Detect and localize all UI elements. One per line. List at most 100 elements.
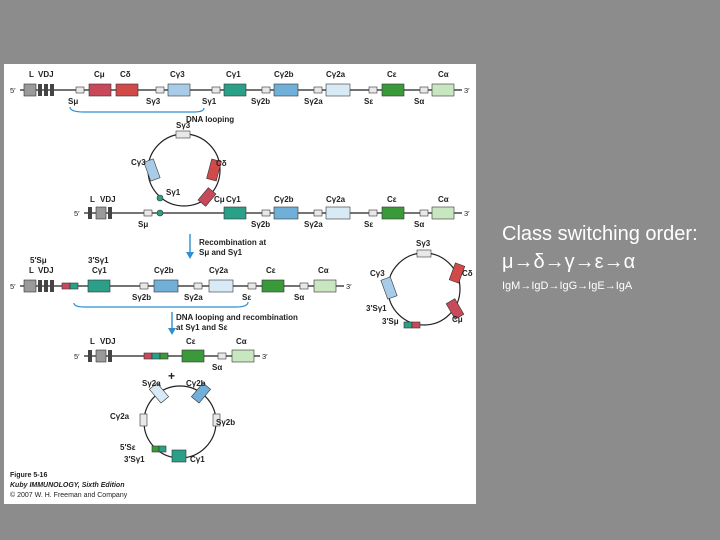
Seps-label-row1: Sε: [364, 97, 373, 106]
end-5-row1: 5′: [10, 86, 16, 95]
VDJ-bar3: [50, 84, 54, 96]
L-label-row4: L: [90, 337, 95, 346]
row3-Sg1-half: [69, 282, 79, 290]
Calpha-label-row1: Cα: [438, 70, 449, 79]
row2-Calpha: [431, 206, 455, 220]
germline-row: 5′ L VDJ Cμ Cδ Cγ3 Cγ1 Cγ2b Cγ2a Cε Cα S…: [10, 70, 470, 113]
row3-VDJ-bar3: [50, 280, 54, 292]
end-5-row2: 5′: [74, 209, 80, 218]
side-panel-order: μ→δ→γ→ε→α: [502, 251, 636, 273]
looped-row: L VDJ 5′ Cμ Cγ1 Cγ2b Cγ2a Cε Cα Sμ Sγ2b …: [74, 195, 470, 229]
end-3-row3: 3′: [346, 282, 352, 291]
row2-Calpha-label: Cα: [438, 195, 449, 204]
row3-Cg1: [87, 279, 111, 293]
exc1-Cdelta-label: Cδ: [462, 269, 473, 278]
final-row: L VDJ 5′ Cε Cα Sα 3′: [74, 337, 268, 372]
exc1-Smu-label: 3′Sμ: [382, 317, 399, 326]
loop1-Sg3: [175, 130, 191, 139]
VDJ-seg-row4: [95, 349, 107, 363]
row3-Sg2b-label: Sγ2b: [132, 293, 151, 302]
side-panel-sequence: IgM→IgD→IgG→IgE→IgA: [502, 280, 633, 292]
row3-Salpha: [299, 282, 309, 290]
row2-Cmu-label: Cμ: [214, 195, 225, 204]
row4-Sg1: [151, 352, 161, 360]
row3-Smu-half: [61, 282, 71, 290]
row4-Salpha-label: Sα: [212, 363, 222, 372]
row4-Calpha-label: Cα: [236, 337, 247, 346]
end-3-row2: 3′: [464, 209, 470, 218]
loop-recomb-text-2: at Sγ1 and Sε: [176, 323, 228, 332]
loop1-Sg1-dot: [156, 194, 164, 202]
row2-Cg2b: [273, 206, 299, 220]
row2-Sg2a: [313, 209, 323, 217]
Cg2a-label-row1: Cγ2a: [326, 70, 346, 79]
row3-Seps: [247, 282, 257, 290]
row3-VDJ-bar2: [44, 280, 48, 292]
exc2-Cg2a-label: Cγ2a: [110, 412, 130, 421]
L-label-row1: L: [29, 70, 34, 79]
excised-circle-2: Sγ2a Cγ2b Cγ2a Sγ2b 5′Sε 3′Sγ1 Cγ1: [110, 379, 235, 464]
row3-Calpha: [313, 279, 337, 293]
VDJ-bar2: [44, 84, 48, 96]
dna-looping-text: DNA looping: [186, 115, 234, 124]
Calpha-gene: [431, 83, 455, 97]
Ceps-gene: [381, 83, 405, 97]
Cdelta-label-row1: Cδ: [120, 70, 131, 79]
Cg1-label-row1: Cγ1: [226, 70, 241, 79]
L-label-row2: L: [90, 195, 95, 204]
row2-Smu-label: Sμ: [138, 220, 148, 229]
row2-Ceps-label: Cε: [387, 195, 397, 204]
exc1-Sg1-label: 3′Sγ1: [366, 304, 387, 313]
row2-Cg1-label: Cγ1: [226, 195, 241, 204]
VDJ-bar1: [38, 84, 42, 96]
looping-bracket-2: [73, 301, 249, 308]
L-bar-row2: [88, 207, 92, 219]
row3-Sg2b: [139, 282, 149, 290]
exc2-Sg1-half: [158, 445, 167, 453]
caption-copyright: © 2007 W. H. Freeman and Company: [10, 491, 128, 499]
row3-Cg2a: [208, 279, 234, 293]
VDJ-label-row4: VDJ: [100, 337, 116, 346]
Sg1-switch: [211, 86, 221, 94]
recombined-row-1: 5′Sμ 3′Sγ1 L VDJ 5′ Cγ1 Cγ2b Cγ2a Cε Cα …: [10, 256, 352, 308]
exc2-Seps-label: 5′Sε: [120, 443, 136, 452]
recomb-text-1: Recombination at: [199, 238, 266, 247]
Sg1-label-row1: Sγ1: [202, 97, 217, 106]
Cmu-gene: [88, 83, 112, 97]
end-3-row1: 3′: [464, 86, 470, 95]
exc1-Cg3-label: Cγ3: [370, 269, 385, 278]
exc1-Cmu: [445, 298, 465, 320]
exc2-Cg1-label: Cγ1: [190, 455, 205, 464]
looping-bracket: [69, 106, 205, 113]
loop1-Sg3-label: Sγ3: [176, 121, 191, 130]
Salpha-label-row1: Sα: [414, 97, 424, 106]
loop-recomb-text-1: DNA looping and recombination: [176, 313, 298, 322]
exc1-Cg3: [380, 276, 398, 300]
Smu-label-row1: Sμ: [68, 97, 78, 106]
exc1-Sg3: [416, 249, 432, 258]
row3-VDJ-bar1: [38, 280, 42, 292]
Cg2b-label-row1: Cγ2b: [274, 70, 294, 79]
Cmu-label-row1: Cμ: [94, 70, 105, 79]
Smu-switch: [75, 86, 85, 94]
loop1-Cdelta: [206, 158, 222, 182]
row3-Cg1-label: Cγ1: [92, 266, 107, 275]
VDJ-label-row1: VDJ: [38, 70, 54, 79]
loop1-Cmu: [197, 187, 217, 207]
row3-L: [23, 279, 37, 293]
row2-Ceps: [381, 206, 405, 220]
row2-Cg2b-label: Cγ2b: [274, 195, 294, 204]
row2-Seps-label: Sε: [364, 220, 373, 229]
row3-Sg2a-label: Sγ2a: [184, 293, 203, 302]
Smu5-label-row3: 5′Sμ: [30, 256, 47, 265]
Cg3-gene: [167, 83, 191, 97]
exc2-Cg2b-label: Cγ2b: [186, 379, 206, 388]
row3-Seps-label: Sε: [242, 293, 251, 302]
Ceps-label-row1: Cε: [387, 70, 397, 79]
Sg2a-label-row1: Sγ2a: [304, 97, 323, 106]
Sg2b-switch: [261, 86, 271, 94]
row4-Ceps: [181, 349, 205, 363]
excised-circle-1: Sγ3 Cγ3 Cδ Cμ 3′Sγ1 3′Sμ: [366, 239, 473, 329]
row4-Seps: [159, 352, 169, 360]
row2-Sg2b-label: Sγ2b: [251, 220, 270, 229]
